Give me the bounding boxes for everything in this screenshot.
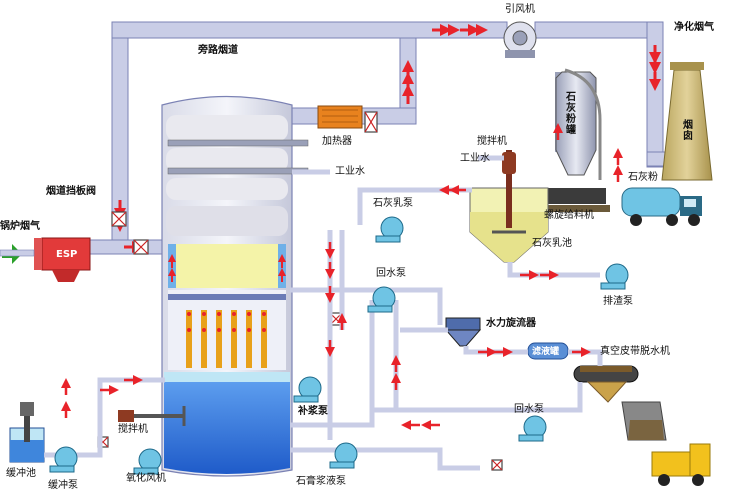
makeup-pump-label: 补浆泵: [298, 406, 328, 417]
buffer-pump-label: 缓冲泵: [48, 480, 78, 491]
discharge-pump-label: 排渣泵: [603, 296, 633, 307]
lime-milk-pump-label: 石灰乳泵: [373, 198, 413, 209]
pump-icon: [49, 216, 629, 475]
fan-icon: [503, 21, 537, 58]
filtrate-tank-label: 滤液罐: [532, 347, 560, 357]
fan-main-label: 引风机: [505, 4, 535, 15]
boiler-gas-label: 锅炉烟气: [0, 221, 40, 232]
cyclone-icon: [444, 317, 482, 347]
agitator-label: 搅拌机: [477, 136, 507, 147]
vacuum-belt-label: 真空皮带脱水机: [600, 346, 670, 357]
return-pump-label: 回水泵: [376, 268, 406, 279]
screw-feeder-label: 螺旋给料机: [544, 210, 594, 221]
heater-label: 加热器: [322, 136, 352, 147]
process-water-label-2: 工业水: [460, 153, 490, 164]
absorber-tower: [161, 95, 309, 477]
lime-milk-pond: [469, 150, 549, 263]
heater-icon: [317, 105, 363, 129]
process-water-label: 工业水: [335, 166, 365, 177]
esp-label: ESP: [56, 249, 78, 260]
damper-label: 烟道挡板阀: [46, 186, 96, 197]
hydrocyclone-label: 水力旋流器: [486, 318, 536, 329]
lime-silo-label: 石灰粉罐: [566, 92, 576, 136]
lime-milk-pond-label: 石灰乳池: [532, 238, 572, 249]
lime-powder-label: 石灰粉: [628, 172, 658, 183]
gypsum-pump-label: 石膏浆液泵: [296, 476, 346, 487]
flue-flow-arrows: [114, 24, 661, 253]
slurry-flow-arrows: [61, 123, 623, 430]
truck-icon: [621, 187, 702, 226]
esp-unit: [34, 237, 91, 282]
belt-filter-icon: [573, 365, 639, 403]
agitator-label-2: 搅拌机: [118, 424, 148, 435]
chimney-icon: [661, 62, 713, 181]
buffer-pond-label: 缓冲池: [6, 468, 36, 479]
oxidation-fan-label: 氧化风机: [126, 473, 166, 484]
bypass-duct-label: 旁路烟道: [198, 45, 238, 56]
return-pump-label-2: 回水泵: [514, 404, 544, 415]
valve-icon: [97, 111, 503, 471]
chimney-label: 烟囱: [683, 120, 693, 142]
buffer-pond: [9, 402, 45, 463]
truck-icon: [621, 401, 711, 486]
spray-nozzles: [186, 310, 267, 368]
clean-gas-label: 净化烟气: [674, 22, 714, 33]
agitator-icon: [118, 406, 186, 426]
